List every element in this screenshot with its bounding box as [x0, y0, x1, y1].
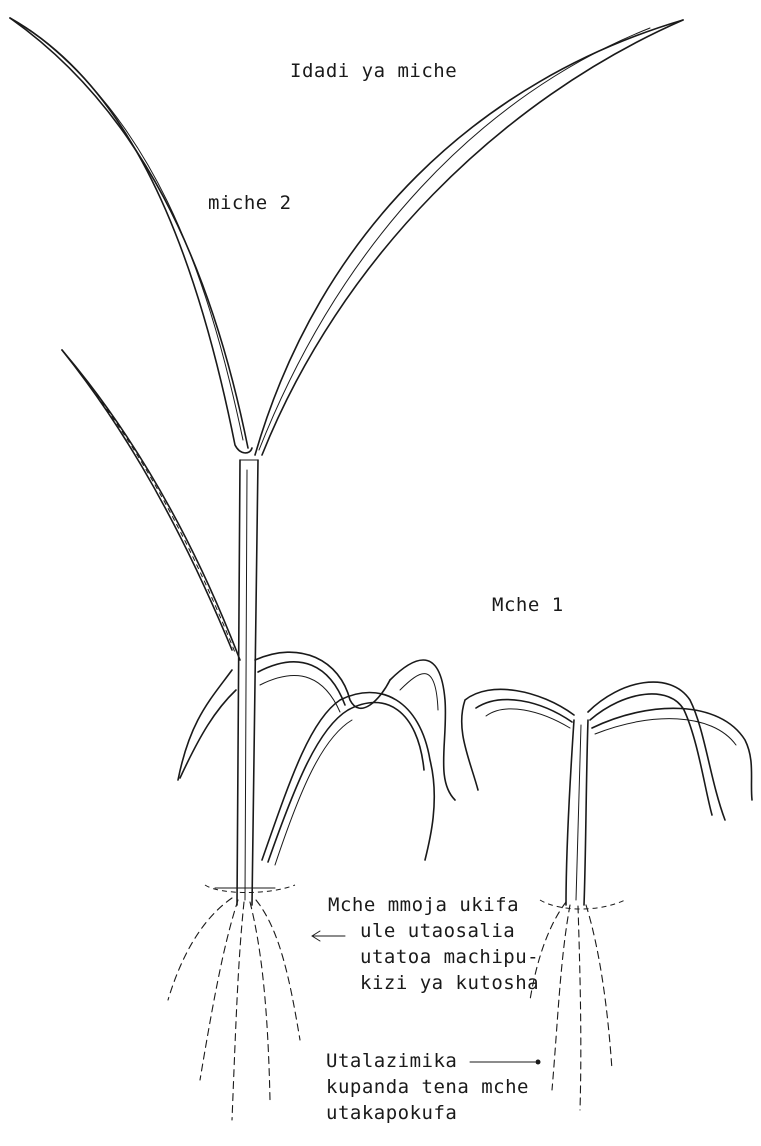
left-roots [168, 885, 300, 1120]
tall-leaf-right [255, 20, 683, 455]
note-one: Mche mmoja ukifa ule utaosalia utatoa ma… [328, 892, 539, 996]
note-one-line: kizi ya kutosha [360, 970, 539, 996]
right-plant [462, 682, 752, 905]
right-roots [530, 900, 625, 1110]
note-two: Utalazimika kupanda tena mche utakapokuf… [326, 1048, 529, 1126]
note-one-line: utatoa machipu- [360, 944, 539, 970]
tall-leaf-left [10, 18, 252, 453]
note-two-line: utakapokufa [326, 1100, 529, 1126]
second-seedling-leaf [262, 693, 434, 861]
miche-two-label: miche 2 [208, 190, 292, 216]
curled-leaf-mid [255, 652, 390, 708]
right-leaf-left [462, 689, 574, 790]
slanting-leaf [62, 350, 232, 650]
note-one-line: ule utaosalia [360, 918, 539, 944]
right-leaf-right [588, 682, 725, 820]
note-one-line: Mche mmoja ukifa [328, 892, 539, 918]
main-stem [237, 460, 240, 905]
mche-one-label: Mche 1 [492, 592, 564, 618]
note-two-line: Utalazimika [326, 1048, 529, 1074]
note-two-line: kupanda tena mche [326, 1074, 529, 1100]
left-plant [10, 18, 683, 905]
right-stem [566, 720, 574, 905]
title-label: Idadi ya miche [290, 58, 457, 84]
